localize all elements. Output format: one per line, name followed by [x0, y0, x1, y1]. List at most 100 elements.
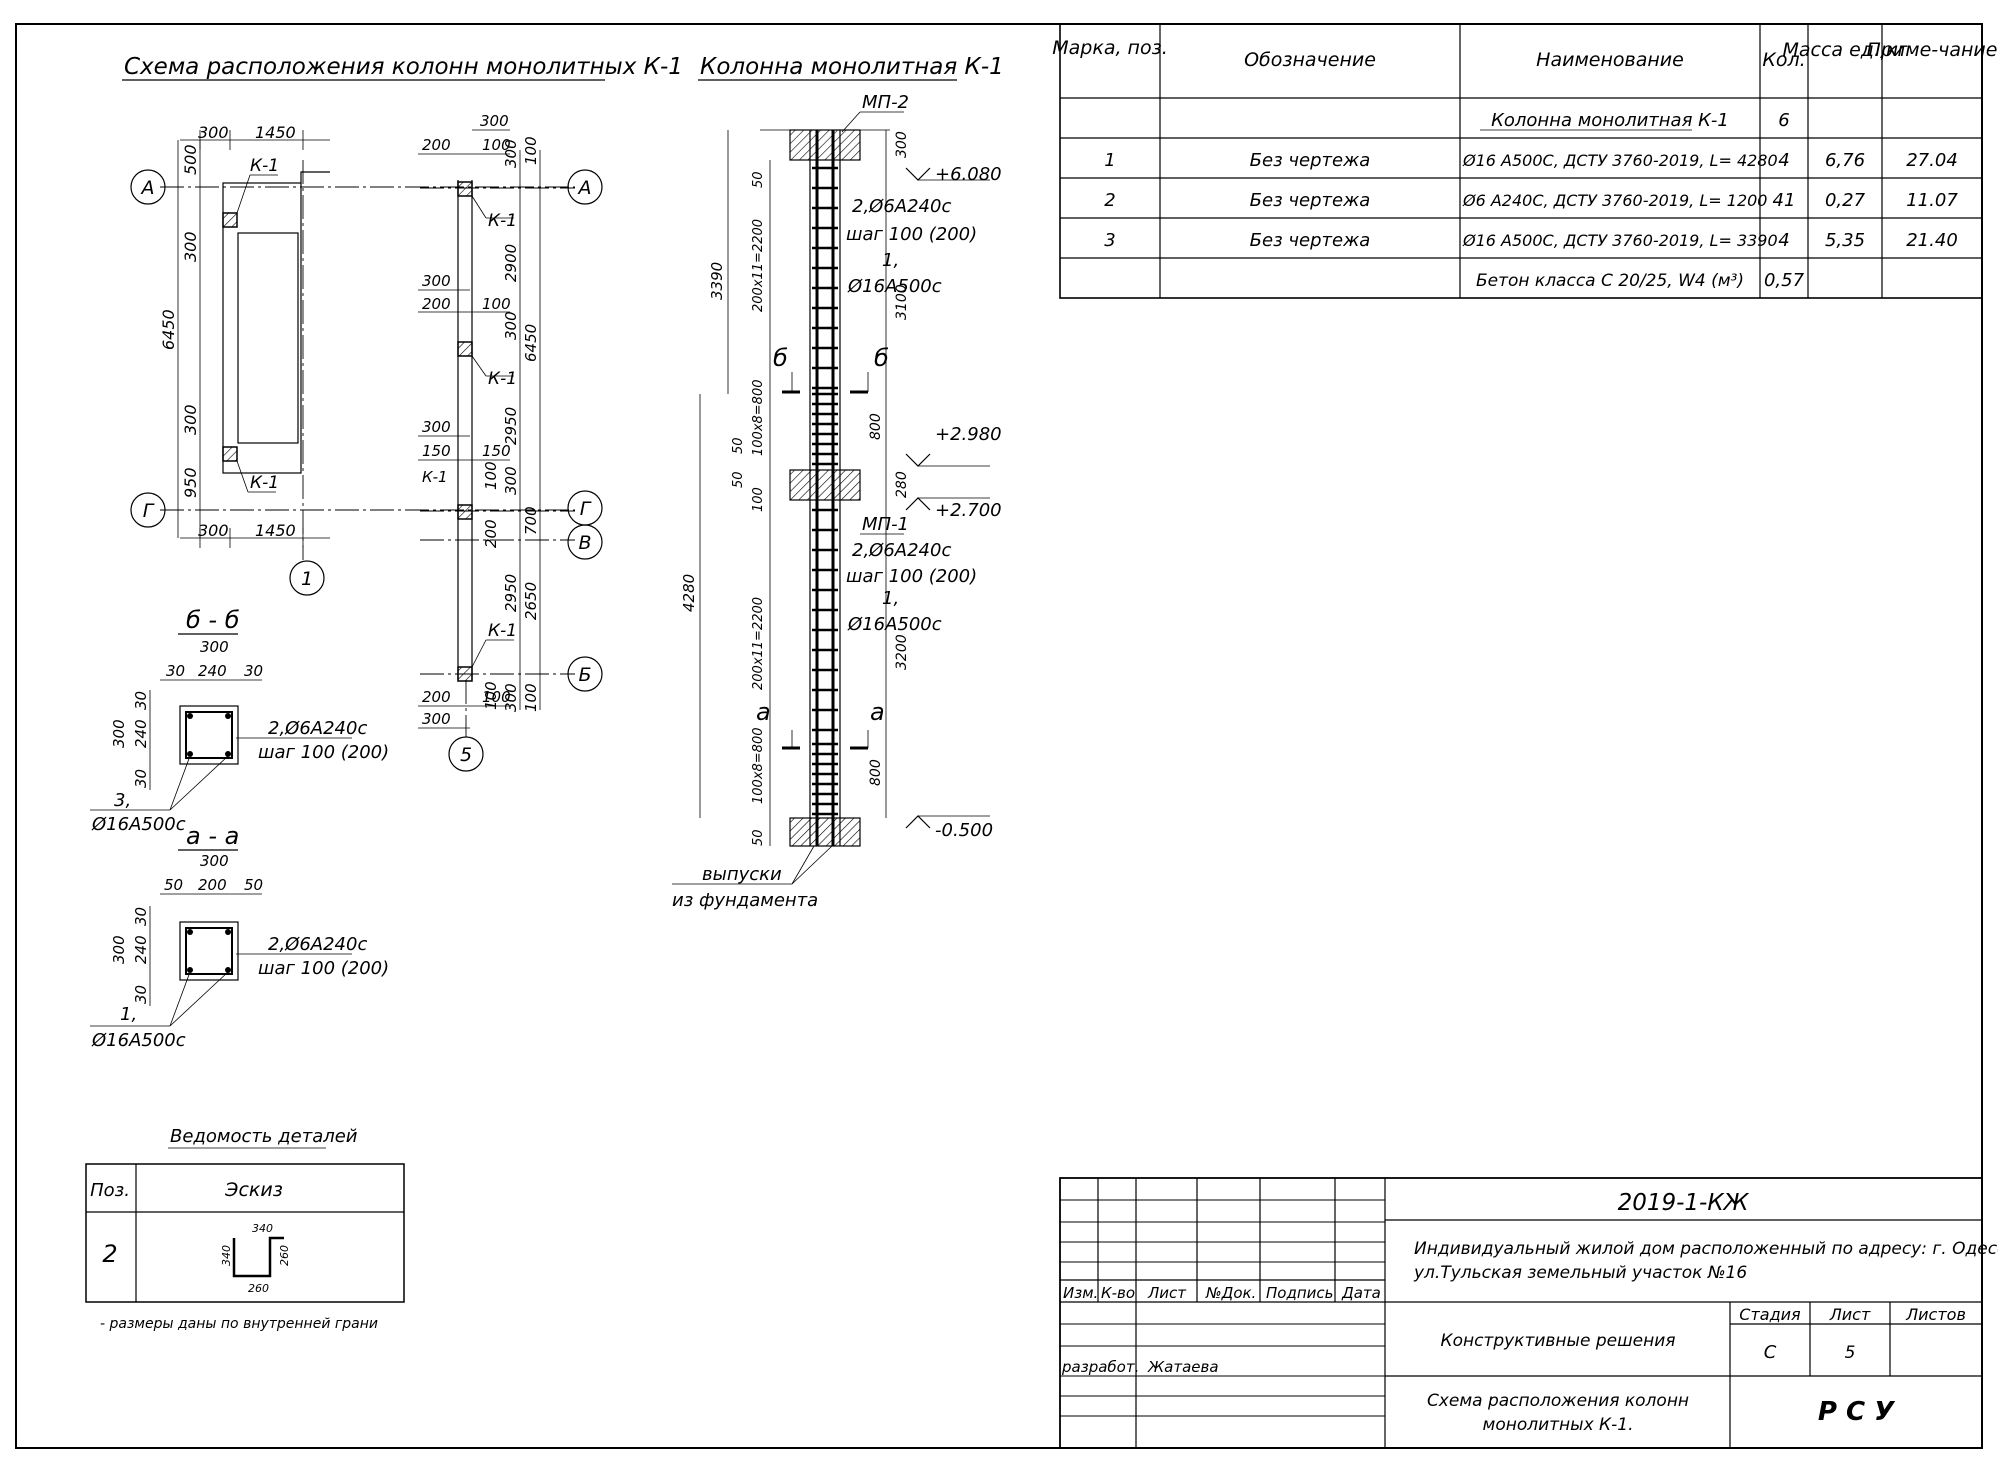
section-a-a: а - а 300 50 200 50 300 240 30 30 2,Ø6А2… — [90, 822, 389, 1051]
svg-text:2950: 2950 — [502, 407, 520, 445]
svg-text:5,35: 5,35 — [1825, 230, 1865, 251]
svg-text:В: В — [578, 532, 591, 554]
svg-text:240: 240 — [132, 719, 150, 748]
slab-middle — [789, 469, 861, 501]
details-note: - размеры даны по внутренней грани — [100, 1316, 378, 1332]
column-title: Колонна монолитная К-1 — [698, 54, 1004, 81]
svg-text:К-1: К-1 — [250, 156, 279, 176]
svg-text:280: 280 — [894, 471, 910, 498]
section-column-mid — [457, 341, 473, 357]
svg-text:200: 200 — [482, 519, 500, 548]
svg-text:100: 100 — [522, 683, 540, 712]
svg-text:150: 150 — [422, 442, 451, 460]
svg-text:а: а — [870, 698, 885, 726]
svg-text:Изм.: Изм. — [1063, 1284, 1098, 1302]
svg-text:+2.980: +2.980 — [935, 424, 1002, 445]
svg-text:6,76: 6,76 — [1825, 150, 1865, 171]
svg-text:выпуски: выпуски — [702, 864, 782, 885]
svg-text:Ø16А500с: Ø16А500с — [847, 276, 942, 297]
details-table: Ведомость деталей Поз. Эскиз 2 340 260 3… — [85, 1126, 405, 1332]
svg-text:1,: 1, — [120, 1004, 137, 1025]
sheet-frame — [15, 23, 1983, 1449]
svg-text:а - а: а - а — [186, 822, 239, 850]
svg-text:Г: Г — [580, 498, 592, 520]
svg-text:5: 5 — [1845, 1343, 1856, 1363]
svg-text:Ø16А500с: Ø16А500с — [91, 1030, 186, 1051]
svg-text:300: 300 — [110, 719, 128, 748]
hdr-qty: Кол. — [1762, 49, 1805, 71]
svg-text:Поз.: Поз. — [90, 1180, 130, 1201]
axis-marker-g — [130, 492, 166, 528]
svg-text:3200: 3200 — [894, 634, 910, 670]
svg-text:Ведомость деталей: Ведомость деталей — [170, 1126, 358, 1147]
svg-text:Колонна монолитная К-1: Колонна монолитная К-1 — [1491, 110, 1729, 131]
svg-text:2900: 2900 — [502, 244, 520, 282]
svg-text:3: 3 — [1104, 230, 1115, 251]
svg-text:2650: 2650 — [522, 582, 540, 620]
svg-text:Б: Б — [578, 664, 591, 686]
svg-text:0,27: 0,27 — [1825, 190, 1866, 211]
spec-concrete: Бетон класса С 20/25, W4 (м³) — [1476, 271, 1744, 291]
detail-sketch — [232, 1236, 284, 1278]
svg-text:6450: 6450 — [159, 309, 178, 350]
svg-text:монолитных К-1.: монолитных К-1. — [1483, 1415, 1634, 1435]
svg-text:100: 100 — [482, 461, 500, 490]
svg-text:1: 1 — [301, 568, 313, 590]
svg-text:6450: 6450 — [522, 324, 540, 362]
svg-text:+6.080: +6.080 — [935, 164, 1002, 185]
stamp-drawing: Схема расположения колонн — [1427, 1391, 1689, 1411]
svg-text:3100: 3100 — [894, 284, 910, 320]
spec-concrete-qty: 0,57 — [1764, 270, 1805, 291]
svg-text:50: 50 — [164, 876, 183, 894]
svg-text:Ø16 А500С, ДСТУ 3760-2019, L: Ø16 А500С, ДСТУ 3760-2019, L= 3390 — [1462, 231, 1778, 250]
svg-text:150: 150 — [482, 442, 511, 460]
svg-text:А: А — [140, 177, 155, 199]
svg-text:11.07: 11.07 — [1906, 190, 1958, 211]
svg-text:300: 300 — [502, 311, 520, 340]
svg-text:200: 200 — [422, 688, 451, 706]
svg-text:300: 300 — [422, 710, 451, 728]
section-b-b: б - б 300 30 240 30 300 240 30 30 2,Ø6А2… — [90, 606, 389, 835]
svg-text:950: 950 — [181, 467, 200, 498]
svg-text:30: 30 — [132, 769, 150, 788]
svg-text:300: 300 — [200, 852, 229, 870]
svg-text:340: 340 — [252, 1222, 273, 1235]
svg-text:Без чертежа: Без чертежа — [1250, 190, 1371, 211]
column-elevation: б б а а 3390 4280 50 200х11=2200 100х8=8… — [672, 92, 1002, 911]
svg-text:К-1: К-1 — [250, 473, 279, 493]
svg-text:МП-2: МП-2 — [862, 92, 909, 113]
svg-text:5: 5 — [460, 744, 472, 766]
svg-text:Дата: Дата — [1341, 1284, 1381, 1302]
svg-text:Стадия: Стадия — [1739, 1305, 1801, 1324]
svg-text:50: 50 — [731, 437, 746, 454]
svg-text:100: 100 — [482, 136, 511, 154]
svg-text:Без чертежа: Без чертежа — [1250, 230, 1371, 251]
svg-text:К-1: К-1 — [488, 621, 517, 641]
svg-text:4: 4 — [1778, 230, 1789, 251]
svg-text:1: 1 — [1104, 150, 1115, 171]
svg-text:100: 100 — [751, 487, 766, 512]
svg-text:100: 100 — [482, 681, 500, 710]
hdr-mark: Марка, поз. — [1052, 37, 1167, 59]
stamp-project: Индивидуальный жилой дом расположенный п… — [1414, 1239, 1998, 1259]
svg-text:50: 50 — [244, 876, 263, 894]
svg-text:100х8=800: 100х8=800 — [751, 728, 766, 804]
svg-text:№Док.: №Док. — [1205, 1284, 1256, 1302]
svg-text:3,: 3, — [114, 790, 131, 811]
svg-text:К-1: К-1 — [488, 211, 517, 231]
svg-text:Колонна монолитная К-1: Колонна монолитная К-1 — [700, 54, 1004, 80]
svg-text:1,: 1, — [882, 250, 899, 271]
svg-text:Лист: Лист — [1147, 1284, 1187, 1302]
svg-text:300: 300 — [198, 123, 229, 142]
svg-text:из фундамента: из фундамента — [672, 890, 818, 911]
scheme-title: Схема расположения колонн монолитных К-1 — [122, 54, 683, 81]
svg-text:Ø6 А240С, ДСТУ 3760-2019, L: Ø6 А240С, ДСТУ 3760-2019, L= 1200 — [1462, 191, 1767, 210]
svg-text:4: 4 — [1778, 150, 1789, 171]
svg-text:300: 300 — [200, 638, 229, 656]
svg-text:30: 30 — [244, 662, 263, 680]
spec-group-title: Колонна монолитная К-1 — [1480, 110, 1729, 131]
stamp-code: 2019-1-КЖ — [1618, 1190, 1750, 1216]
svg-text:К-во: К-во — [1101, 1284, 1135, 1302]
svg-text:Эскиз: Эскиз — [224, 1179, 283, 1201]
